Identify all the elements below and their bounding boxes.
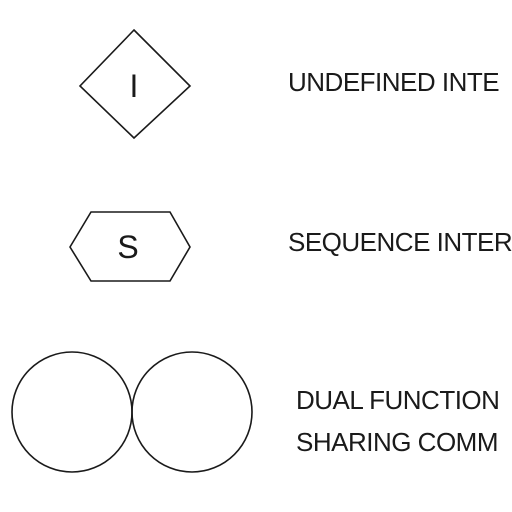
dual-function-label-line-1: DUAL FUNCTION (296, 386, 500, 414)
hexagon-letter: S (117, 229, 138, 265)
undefined-interface-label: UNDEFINED INTE (288, 68, 500, 96)
diamond-icon: I (78, 28, 192, 140)
hexagon-icon: S (69, 211, 191, 282)
double-circle-icon (11, 351, 253, 473)
sequence-interface-label: SEQUENCE INTER (288, 228, 512, 256)
diamond-letter: I (130, 68, 139, 104)
dual-function-label-line-2: SHARING COMM (296, 428, 499, 456)
